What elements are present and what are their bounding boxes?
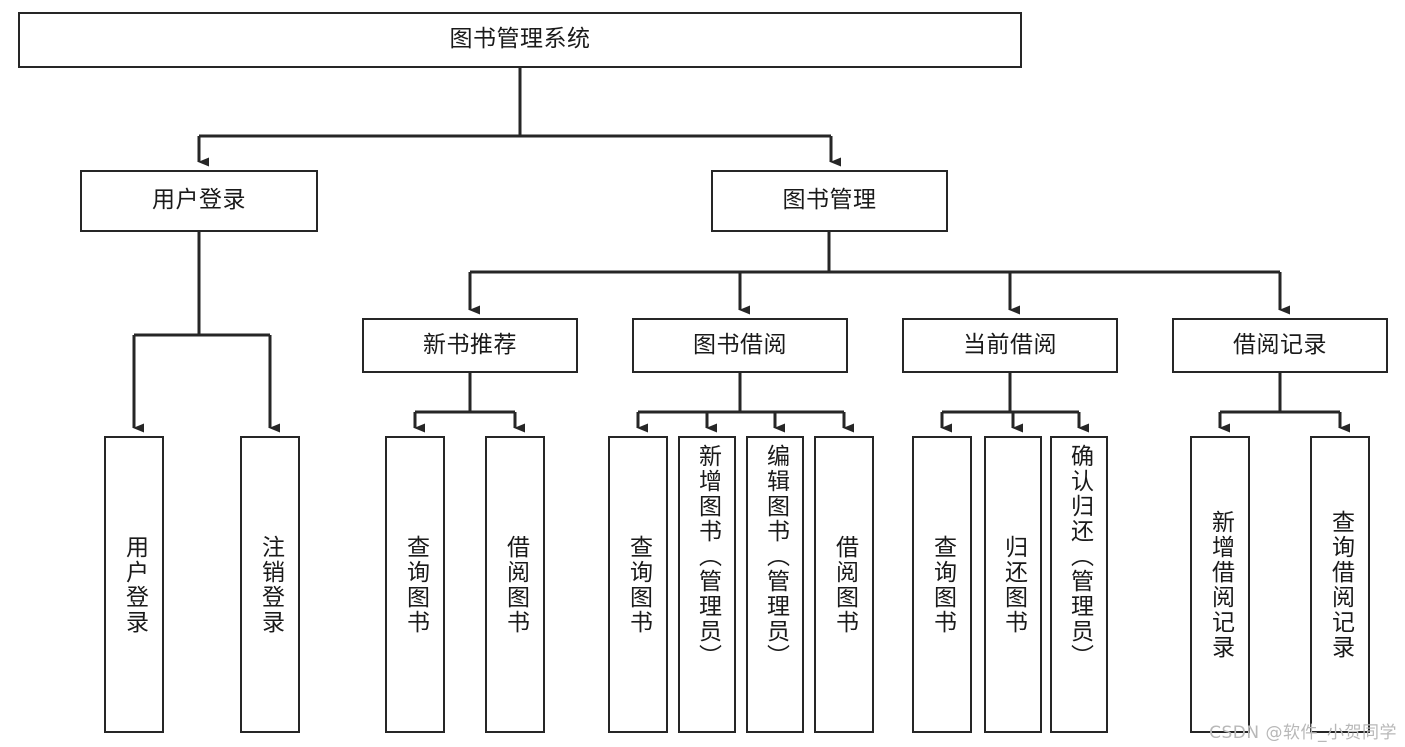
node-leaf-borrow-book[interactable]: 借阅图书: [814, 436, 874, 733]
watermark-credit: CSDN @软件_小贺同学: [1209, 723, 1397, 743]
node-leaf-query-book-current-label: 查询图书: [929, 534, 956, 635]
node-leaf-borrow-book-rec-label: 借阅图书: [502, 534, 529, 635]
node-leaf-return-book-label: 归还图书: [1000, 534, 1027, 635]
node-leaf-edit-book-label: 编辑图书（管理员）: [762, 444, 789, 669]
node-leaf-user-login-label: 用户登录: [121, 534, 148, 635]
node-book-borrow[interactable]: 图书借阅: [632, 318, 848, 373]
node-leaf-query-borrow-record[interactable]: 查询借阅记录: [1310, 436, 1370, 733]
node-new-book-recommend[interactable]: 新书推荐: [362, 318, 578, 373]
node-leaf-user-login[interactable]: 用户登录: [104, 436, 164, 733]
node-root[interactable]: 图书管理系统: [18, 12, 1022, 68]
node-leaf-user-logout[interactable]: 注销登录: [240, 436, 300, 733]
node-leaf-confirm-return[interactable]: 确认归还（管理员）: [1050, 436, 1108, 733]
node-leaf-user-logout-label: 注销登录: [257, 534, 284, 635]
node-book-management-label: 图书管理: [782, 187, 877, 214]
node-current-borrow[interactable]: 当前借阅: [902, 318, 1118, 373]
node-user-login[interactable]: 用户登录: [80, 170, 318, 232]
node-book-borrow-label: 图书借阅: [693, 331, 787, 358]
node-borrow-record[interactable]: 借阅记录: [1172, 318, 1388, 373]
node-leaf-query-book-borrow[interactable]: 查询图书: [608, 436, 668, 733]
node-leaf-add-borrow-record-label: 新增借阅记录: [1207, 509, 1234, 660]
node-leaf-borrow-book-label: 借阅图书: [831, 534, 858, 635]
node-leaf-confirm-return-label: 确认归还（管理员）: [1066, 444, 1093, 669]
node-leaf-add-book-label: 新增图书（管理员）: [694, 444, 721, 669]
node-leaf-edit-book[interactable]: 编辑图书（管理员）: [746, 436, 804, 733]
node-leaf-query-book-rec[interactable]: 查询图书: [385, 436, 445, 733]
node-user-login-label: 用户登录: [152, 187, 246, 214]
node-leaf-query-borrow-record-label: 查询借阅记录: [1327, 509, 1354, 660]
node-leaf-query-book-borrow-label: 查询图书: [625, 534, 652, 635]
node-leaf-query-book-rec-label: 查询图书: [402, 534, 429, 635]
node-book-management[interactable]: 图书管理: [711, 170, 948, 232]
node-leaf-add-borrow-record[interactable]: 新增借阅记录: [1190, 436, 1250, 733]
node-new-book-recommend-label: 新书推荐: [423, 331, 517, 358]
node-leaf-borrow-book-rec[interactable]: 借阅图书: [485, 436, 545, 733]
node-leaf-add-book[interactable]: 新增图书（管理员）: [678, 436, 736, 733]
node-borrow-record-label: 借阅记录: [1233, 331, 1327, 358]
node-leaf-query-book-current[interactable]: 查询图书: [912, 436, 972, 733]
node-root-label: 图书管理系统: [449, 26, 591, 53]
node-leaf-return-book[interactable]: 归还图书: [984, 436, 1042, 733]
node-current-borrow-label: 当前借阅: [963, 331, 1057, 358]
